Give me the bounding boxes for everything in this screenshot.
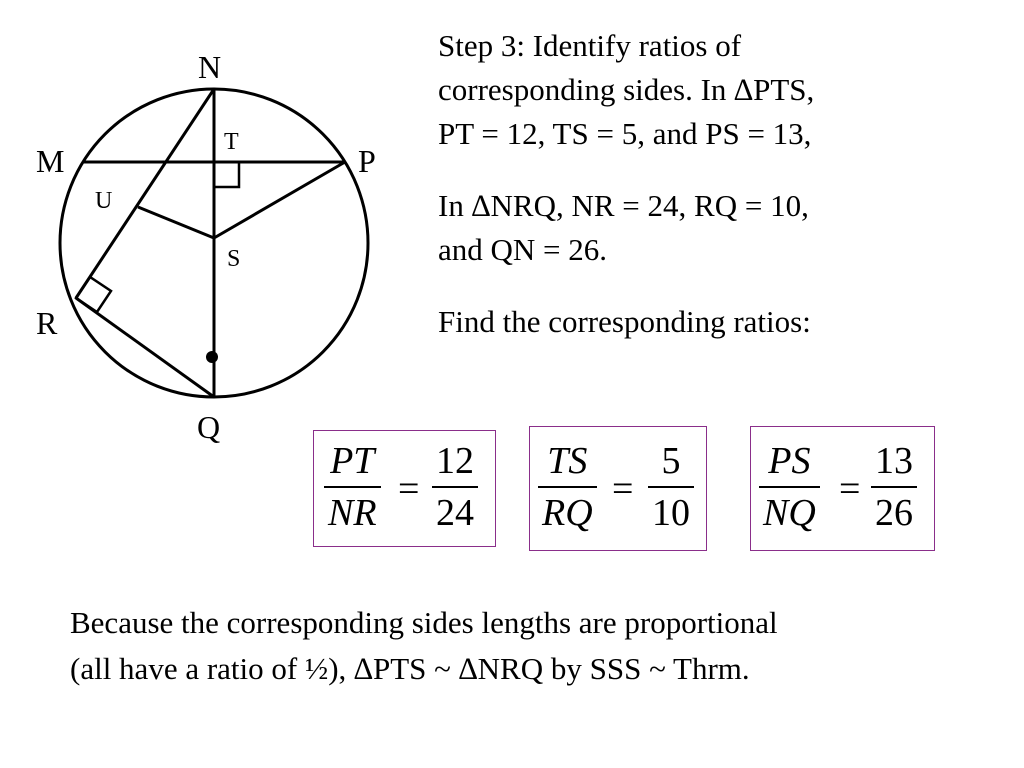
circle-geometry-diagram: N M T P U S R Q bbox=[36, 49, 376, 445]
fraction-bar bbox=[759, 486, 820, 488]
label-q: Q bbox=[197, 409, 220, 445]
label-u: U bbox=[95, 188, 112, 214]
segment-rq bbox=[75, 296, 215, 399]
chord-nr bbox=[74, 88, 216, 299]
text-line-5: and QN = 26. bbox=[438, 232, 608, 267]
fraction-values: 13 26 bbox=[871, 439, 917, 535]
label-m: M bbox=[36, 143, 64, 179]
right-angle-mark-t bbox=[214, 162, 241, 189]
text-line-3: PT = 12, TS = 5, and PS = 13, bbox=[438, 116, 812, 151]
right-angle-mark-r bbox=[74, 275, 113, 314]
fraction-bar bbox=[432, 486, 478, 488]
numerator: PS bbox=[768, 440, 811, 482]
text-line-2: corresponding sides. In ∆PTS, bbox=[438, 72, 815, 107]
conclusion-text: Because the corresponding sides lengths … bbox=[70, 600, 1010, 692]
label-n: N bbox=[198, 49, 221, 85]
fraction-values: 12 24 bbox=[432, 439, 478, 535]
spacer bbox=[438, 272, 998, 300]
denominator: NR bbox=[328, 491, 377, 534]
numerator: 12 bbox=[436, 440, 474, 482]
numerator: 13 bbox=[875, 440, 913, 482]
fraction-values: 5 10 bbox=[648, 439, 694, 535]
ratio-box-ps-nq: PS NQ = 13 26 bbox=[750, 426, 935, 551]
denominator: NQ bbox=[763, 491, 816, 534]
label-t: T bbox=[224, 129, 239, 155]
fraction-bar bbox=[871, 486, 917, 488]
text-line-1: Step 3: Identify ratios of bbox=[438, 28, 742, 63]
label-p: P bbox=[358, 143, 376, 179]
label-s: S bbox=[227, 246, 240, 272]
ratio-box-ts-rq: TS RQ = 5 10 bbox=[529, 426, 707, 551]
step-explanation: Step 3: Identify ratios of corresponding… bbox=[438, 24, 998, 344]
fraction-variables: TS RQ bbox=[538, 439, 597, 535]
conclusion-line-1: Because the corresponding sides lengths … bbox=[70, 605, 778, 640]
denominator: 26 bbox=[875, 491, 913, 534]
label-r: R bbox=[36, 305, 58, 341]
equals-sign: = bbox=[398, 468, 420, 510]
numerator: PT bbox=[330, 440, 375, 482]
ratio-box-pt-nr: PT NR = 12 24 bbox=[313, 430, 496, 547]
numerator: TS bbox=[547, 440, 588, 482]
numerator: 5 bbox=[661, 440, 681, 482]
segment-sp bbox=[213, 160, 346, 240]
text-line-6: Find the corresponding ratios: bbox=[438, 304, 811, 339]
fraction-bar bbox=[324, 486, 381, 488]
center-point bbox=[206, 351, 218, 363]
denominator: 24 bbox=[436, 491, 474, 534]
text-line-4: In ∆NRQ, NR = 24, RQ = 10, bbox=[438, 188, 809, 223]
fraction-variables: PS NQ bbox=[759, 439, 820, 535]
equals-sign: = bbox=[612, 468, 634, 510]
conclusion-line-2: (all have a ratio of ½), ∆PTS ~ ∆NRQ by … bbox=[70, 651, 750, 686]
spacer bbox=[438, 156, 998, 184]
fraction-bar bbox=[648, 486, 694, 488]
denominator: RQ bbox=[542, 491, 593, 534]
denominator: 10 bbox=[652, 491, 690, 534]
fraction-bar bbox=[538, 486, 597, 488]
fraction-variables: PT NR bbox=[324, 439, 381, 535]
segment-us bbox=[137, 205, 215, 240]
equals-sign: = bbox=[839, 468, 861, 510]
